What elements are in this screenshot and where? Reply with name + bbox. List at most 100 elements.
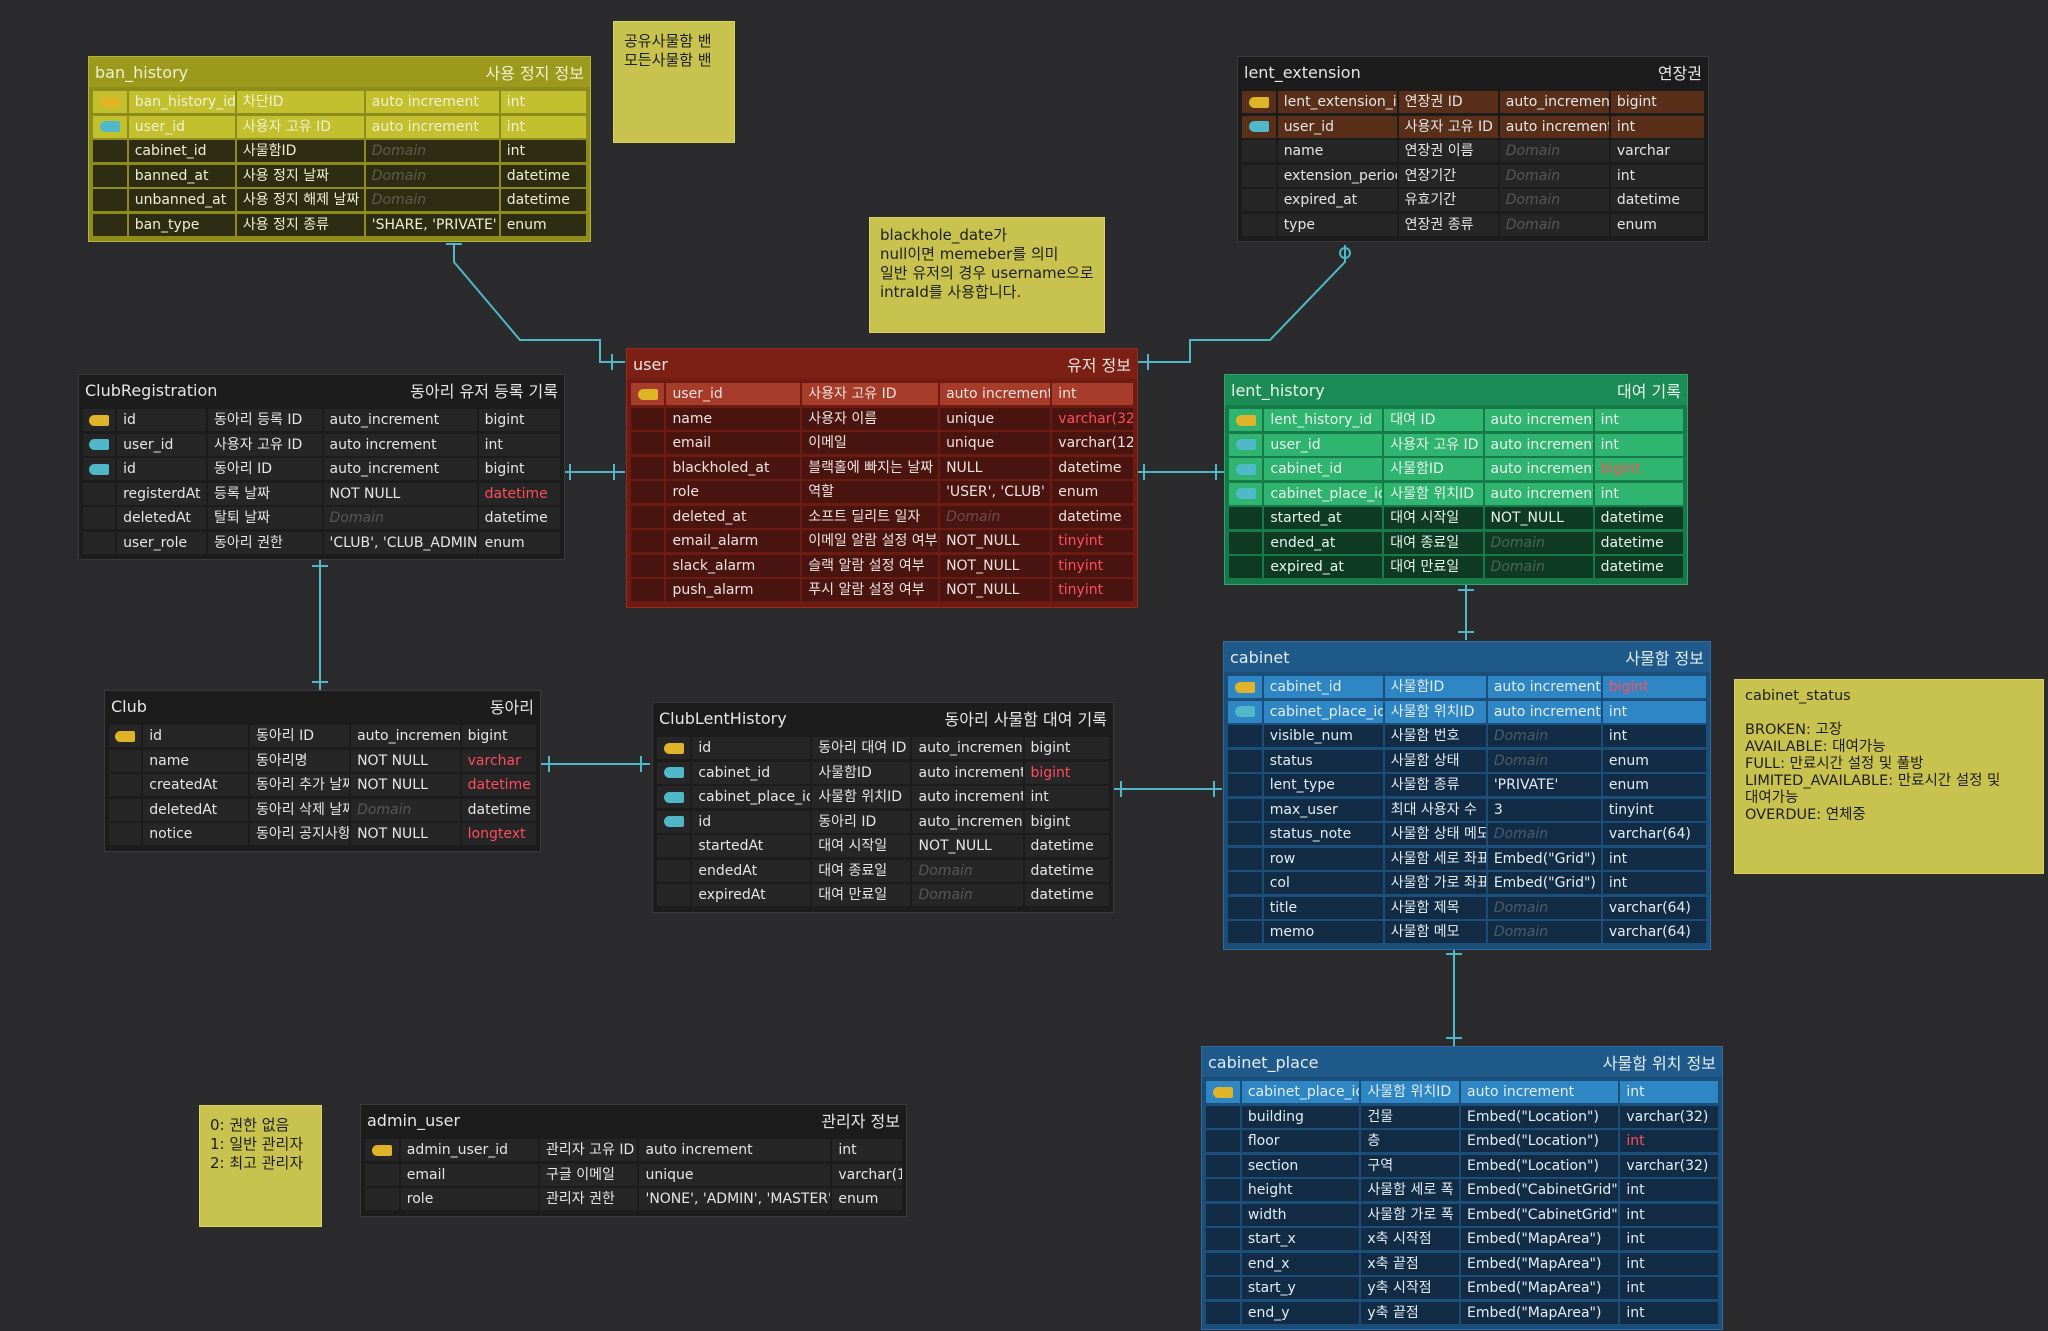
column-attribute: auto_increment bbox=[912, 737, 1023, 760]
column-description: x축 끝점 bbox=[1361, 1252, 1460, 1275]
column-description: 사물함 상태 bbox=[1384, 749, 1486, 772]
column-description: 사물함 위치ID bbox=[1384, 700, 1486, 723]
foreign-key-icon bbox=[663, 767, 684, 779]
column-attribute: Domain bbox=[1484, 531, 1593, 554]
column-name: extension_period bbox=[1277, 164, 1397, 187]
column-description: 동아리 등록 ID bbox=[208, 409, 322, 432]
column-type: varchar(128) bbox=[1052, 432, 1134, 455]
column-description: 등록 날짜 bbox=[208, 482, 322, 505]
column-type: int bbox=[1052, 383, 1134, 406]
column-name: col bbox=[1263, 872, 1383, 895]
column-attribute: auto increment bbox=[639, 1139, 831, 1162]
column-type: datetime bbox=[500, 164, 586, 187]
column-description: 사용자 고유 ID bbox=[1398, 115, 1498, 138]
